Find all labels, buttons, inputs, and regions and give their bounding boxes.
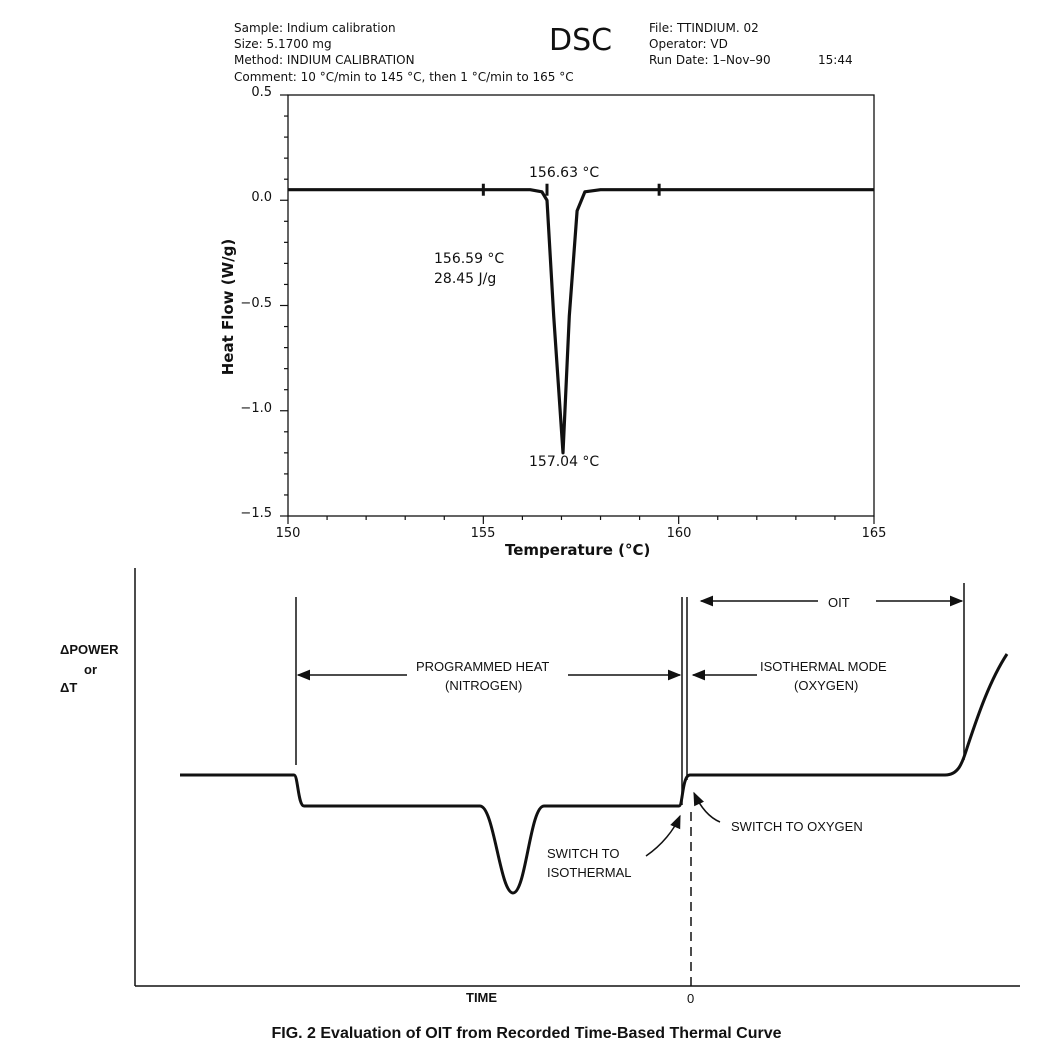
y-tick-label: −1.5	[240, 506, 272, 521]
switch-to-oxygen-label: SWITCH TO OXYGEN	[731, 819, 863, 834]
switch-to-label: SWITCH TO	[547, 846, 620, 861]
switch-oxygen-arrow	[693, 791, 721, 823]
size-label: Size: 5.1700 mg	[234, 37, 332, 51]
peak-temp-label: 157.04 °C	[529, 454, 600, 470]
y-tick-label: 0.5	[251, 85, 272, 100]
oxygen-label: (OXYGEN)	[794, 678, 859, 693]
onset-temp-label: 156.59 °C	[434, 251, 505, 267]
nitrogen-label: (NITROGEN)	[445, 678, 523, 693]
y-tick-label: −1.0	[240, 401, 272, 416]
x-axis-title: Temperature (°C)	[505, 541, 651, 559]
thermal-curve-line	[180, 653, 1009, 895]
run-time-label: 15:44	[818, 53, 853, 67]
file-label: File: TTINDIUM. 02	[649, 21, 759, 35]
isothermal-label: ISOTHERMAL	[547, 865, 632, 880]
figure-caption: FIG. 2 Evaluation of OIT from Recorded T…	[271, 1025, 782, 1042]
y-tick-label: 0.0	[251, 190, 272, 205]
y-tick-label: −0.5	[240, 296, 272, 311]
x-tick-label: 165	[861, 526, 887, 541]
x-tick-label: 155	[470, 526, 496, 541]
dsc-heat-flow-line	[288, 188, 874, 455]
isothermal-mode-label: ISOTHERMAL MODE	[760, 659, 887, 674]
comment-label: Comment: 10 °C/min to 145 °C, then 1 °C/…	[234, 70, 574, 84]
run-date-label: Run Date: 1–Nov–90	[649, 53, 771, 67]
sample-label: Sample: Indium calibration	[234, 21, 396, 35]
enthalpy-label: 28.45 J/g	[434, 271, 497, 287]
x-tick-label: 160	[666, 526, 692, 541]
switch-isothermal-arrow	[645, 814, 681, 857]
y-axis-label-or: or	[84, 662, 97, 677]
method-label: Method: INDIUM CALIBRATION	[234, 53, 415, 67]
peak-onset-label: 156.63 °C	[529, 165, 600, 181]
operator-label: Operator: VD	[649, 37, 728, 51]
x-tick-label: 150	[275, 526, 301, 541]
y-axis-label-delta-t: ΔT	[60, 680, 78, 695]
y-axis-label-power: ΔPOWER	[60, 642, 119, 657]
time-zero-label: 0	[687, 991, 695, 1006]
time-axis-label: TIME	[466, 990, 498, 1005]
programmed-heat-label: PROGRAMMED HEAT	[416, 659, 550, 674]
oit-label: OIT	[828, 595, 850, 610]
dsc-title: DSC	[549, 23, 613, 58]
